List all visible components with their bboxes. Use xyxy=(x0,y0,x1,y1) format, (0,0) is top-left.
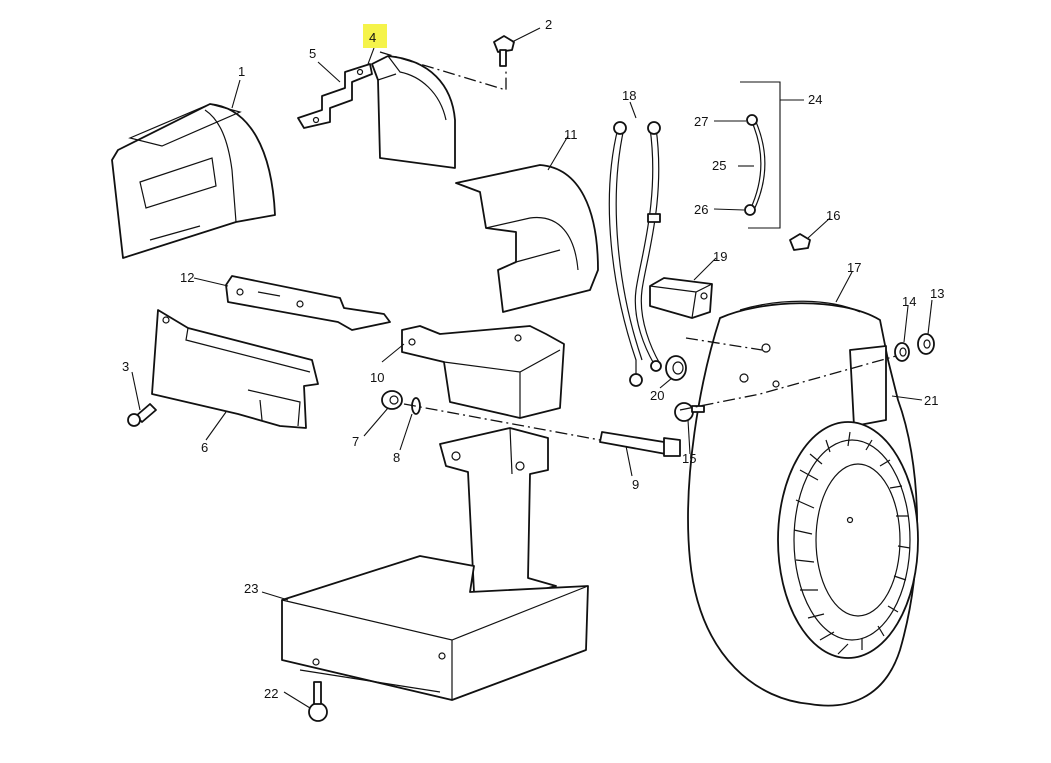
part-10-support-bracket xyxy=(401,325,565,419)
callout-22: 22 xyxy=(264,686,278,701)
bracket-24-group xyxy=(740,81,804,229)
part-9-bolt xyxy=(599,431,681,457)
callout-8: 8 xyxy=(393,450,400,465)
leader-lines xyxy=(131,27,933,709)
part-23-base-tray xyxy=(281,555,589,701)
part-4-top-cover xyxy=(371,55,456,169)
callout-18: 18 xyxy=(622,88,636,103)
callout-4: 4 xyxy=(369,30,376,45)
callout-25: 25 xyxy=(712,158,726,173)
part-20-grommet xyxy=(665,355,687,381)
part-19-component xyxy=(649,277,713,319)
callout-7: 7 xyxy=(352,434,359,449)
callout-4-highlight xyxy=(363,24,387,48)
callout-24: 24 xyxy=(808,92,822,107)
part-13-nut xyxy=(917,333,935,355)
part-18-cable xyxy=(608,121,662,387)
callout-10: 10 xyxy=(370,370,384,385)
callout-15: 15 xyxy=(682,451,696,466)
part-6-side-panel xyxy=(151,309,319,429)
part-16-screw xyxy=(789,233,811,251)
callout-27: 27 xyxy=(694,114,708,129)
part-5-bracket xyxy=(297,63,373,129)
part-11-right-cover xyxy=(455,164,599,313)
part-3-screw xyxy=(127,403,157,427)
part-2-screw xyxy=(493,35,515,67)
callout-9: 9 xyxy=(632,477,639,492)
callout-19: 19 xyxy=(713,249,727,264)
part-22-screw xyxy=(308,681,328,722)
callout-3: 3 xyxy=(122,359,129,374)
part-15-screw xyxy=(674,402,705,422)
part-17-blower-housing xyxy=(687,300,919,707)
callout-23: 23 xyxy=(244,581,258,596)
callout-16: 16 xyxy=(826,208,840,223)
callout-labels: 1 2 3 4 5 6 7 8 9 10 11 12 13 14 15 16 1… xyxy=(122,17,944,701)
part-7-nut xyxy=(381,390,403,410)
assembly-centerlines xyxy=(379,51,897,441)
callout-2: 2 xyxy=(545,17,552,32)
frame-upright xyxy=(439,427,557,601)
callout-12: 12 xyxy=(180,270,194,285)
part-12-mounting-plate xyxy=(225,275,391,331)
part-1-shroud-cover xyxy=(111,103,276,259)
part-14-nut xyxy=(894,342,910,362)
callout-6: 6 xyxy=(201,440,208,455)
callout-21: 21 xyxy=(924,393,938,408)
callout-11: 11 xyxy=(564,127,578,142)
callout-13: 13 xyxy=(930,286,944,301)
callout-1: 1 xyxy=(238,64,245,79)
part-25-rod xyxy=(744,114,766,216)
callout-26: 26 xyxy=(694,202,708,217)
callout-20: 20 xyxy=(650,388,664,403)
callout-17: 17 xyxy=(847,260,861,275)
callout-5: 5 xyxy=(309,46,316,61)
callout-14: 14 xyxy=(902,294,916,309)
